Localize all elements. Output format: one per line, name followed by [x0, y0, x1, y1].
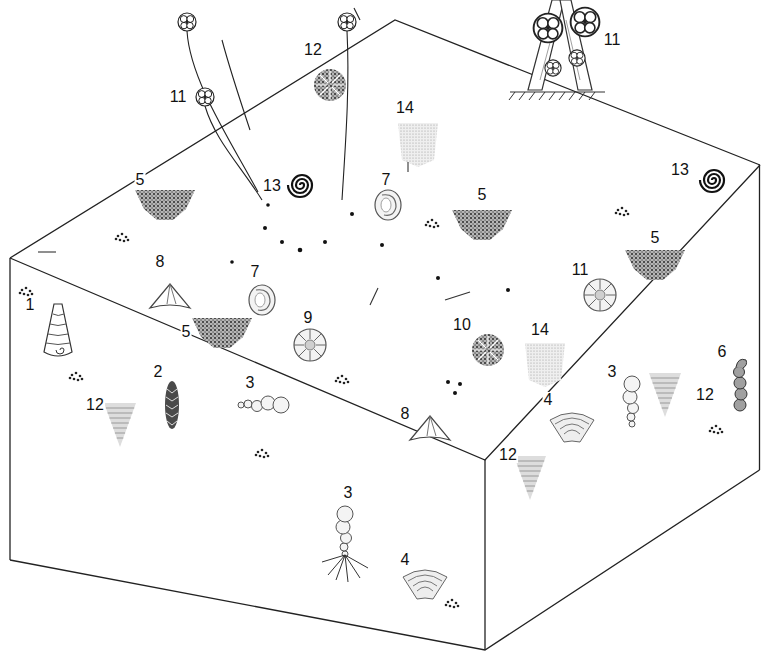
foram-threads — [187, 8, 360, 200]
debris-strokes — [38, 162, 470, 305]
callout-number: 11 — [571, 262, 590, 278]
callout-number: 12 — [303, 42, 323, 58]
planktic-foram — [338, 13, 356, 31]
textured-foram — [472, 334, 504, 366]
callout-number: 14 — [530, 322, 550, 338]
textured-foram — [525, 343, 565, 387]
callout-number: 12 — [498, 447, 518, 463]
callout-number: 3 — [607, 364, 618, 380]
rotalid-foram — [584, 279, 616, 311]
miliolid-foram — [249, 285, 275, 315]
textured-foram — [314, 69, 346, 101]
planktic-foram — [196, 88, 214, 106]
callout-number: 13 — [262, 178, 282, 194]
uniserial-foram — [734, 359, 748, 411]
striped-foram — [104, 403, 136, 447]
fan-foram — [550, 413, 594, 442]
agglutinated-foram — [192, 318, 252, 348]
callout-number: 14 — [395, 100, 415, 116]
callout-number: 12 — [695, 387, 715, 403]
rotalid-foram — [294, 329, 326, 361]
agglutinated-foram — [135, 190, 195, 220]
callout-number: 10 — [452, 317, 472, 333]
callout-number: 4 — [543, 392, 554, 408]
striped-foram — [514, 456, 546, 500]
callout-number: 1 — [25, 297, 36, 313]
callout-number: 11 — [603, 32, 622, 48]
trochospiral-foram — [238, 396, 289, 413]
textured-foram — [398, 123, 438, 167]
callout-number: 11 — [169, 89, 188, 105]
spiral-foram — [700, 170, 724, 192]
conical-foram — [44, 304, 72, 356]
uniserial-foram — [165, 381, 179, 429]
callout-number: 5 — [650, 230, 661, 246]
callout-number: 7 — [250, 264, 261, 280]
planktic-foram — [178, 13, 196, 31]
callout-number: 13 — [670, 162, 690, 178]
sediment-grains — [19, 203, 724, 608]
block-outline — [10, 20, 760, 650]
striped-foram — [649, 373, 681, 417]
agglutinated-foram — [625, 250, 685, 280]
trochospiral-foram — [623, 376, 640, 427]
attachment-roots — [322, 555, 368, 582]
callout-number: 5 — [181, 324, 192, 340]
callout-number: 8 — [155, 254, 166, 270]
callout-number: 2 — [153, 364, 164, 380]
foraminifera — [44, 13, 747, 599]
callout-number: 3 — [343, 485, 354, 501]
callout-number: 5 — [477, 187, 488, 203]
callout-number: 5 — [135, 172, 146, 188]
conical-foram — [410, 416, 450, 440]
callout-number: 8 — [400, 406, 411, 422]
seagrass-plant — [509, 0, 605, 100]
trochospiral-foram — [336, 506, 353, 557]
spiral-foram — [288, 175, 312, 197]
conical-foram — [150, 284, 190, 308]
callout-number: 3 — [245, 375, 256, 391]
callout-number: 7 — [381, 172, 392, 188]
agglutinated-foram — [452, 210, 512, 240]
callout-number: 9 — [303, 310, 314, 326]
callout-number: 4 — [400, 552, 411, 568]
callout-number: 6 — [717, 344, 728, 360]
miliolid-foram — [375, 190, 401, 220]
fan-foram — [403, 570, 447, 599]
callout-number: 12 — [85, 397, 105, 413]
